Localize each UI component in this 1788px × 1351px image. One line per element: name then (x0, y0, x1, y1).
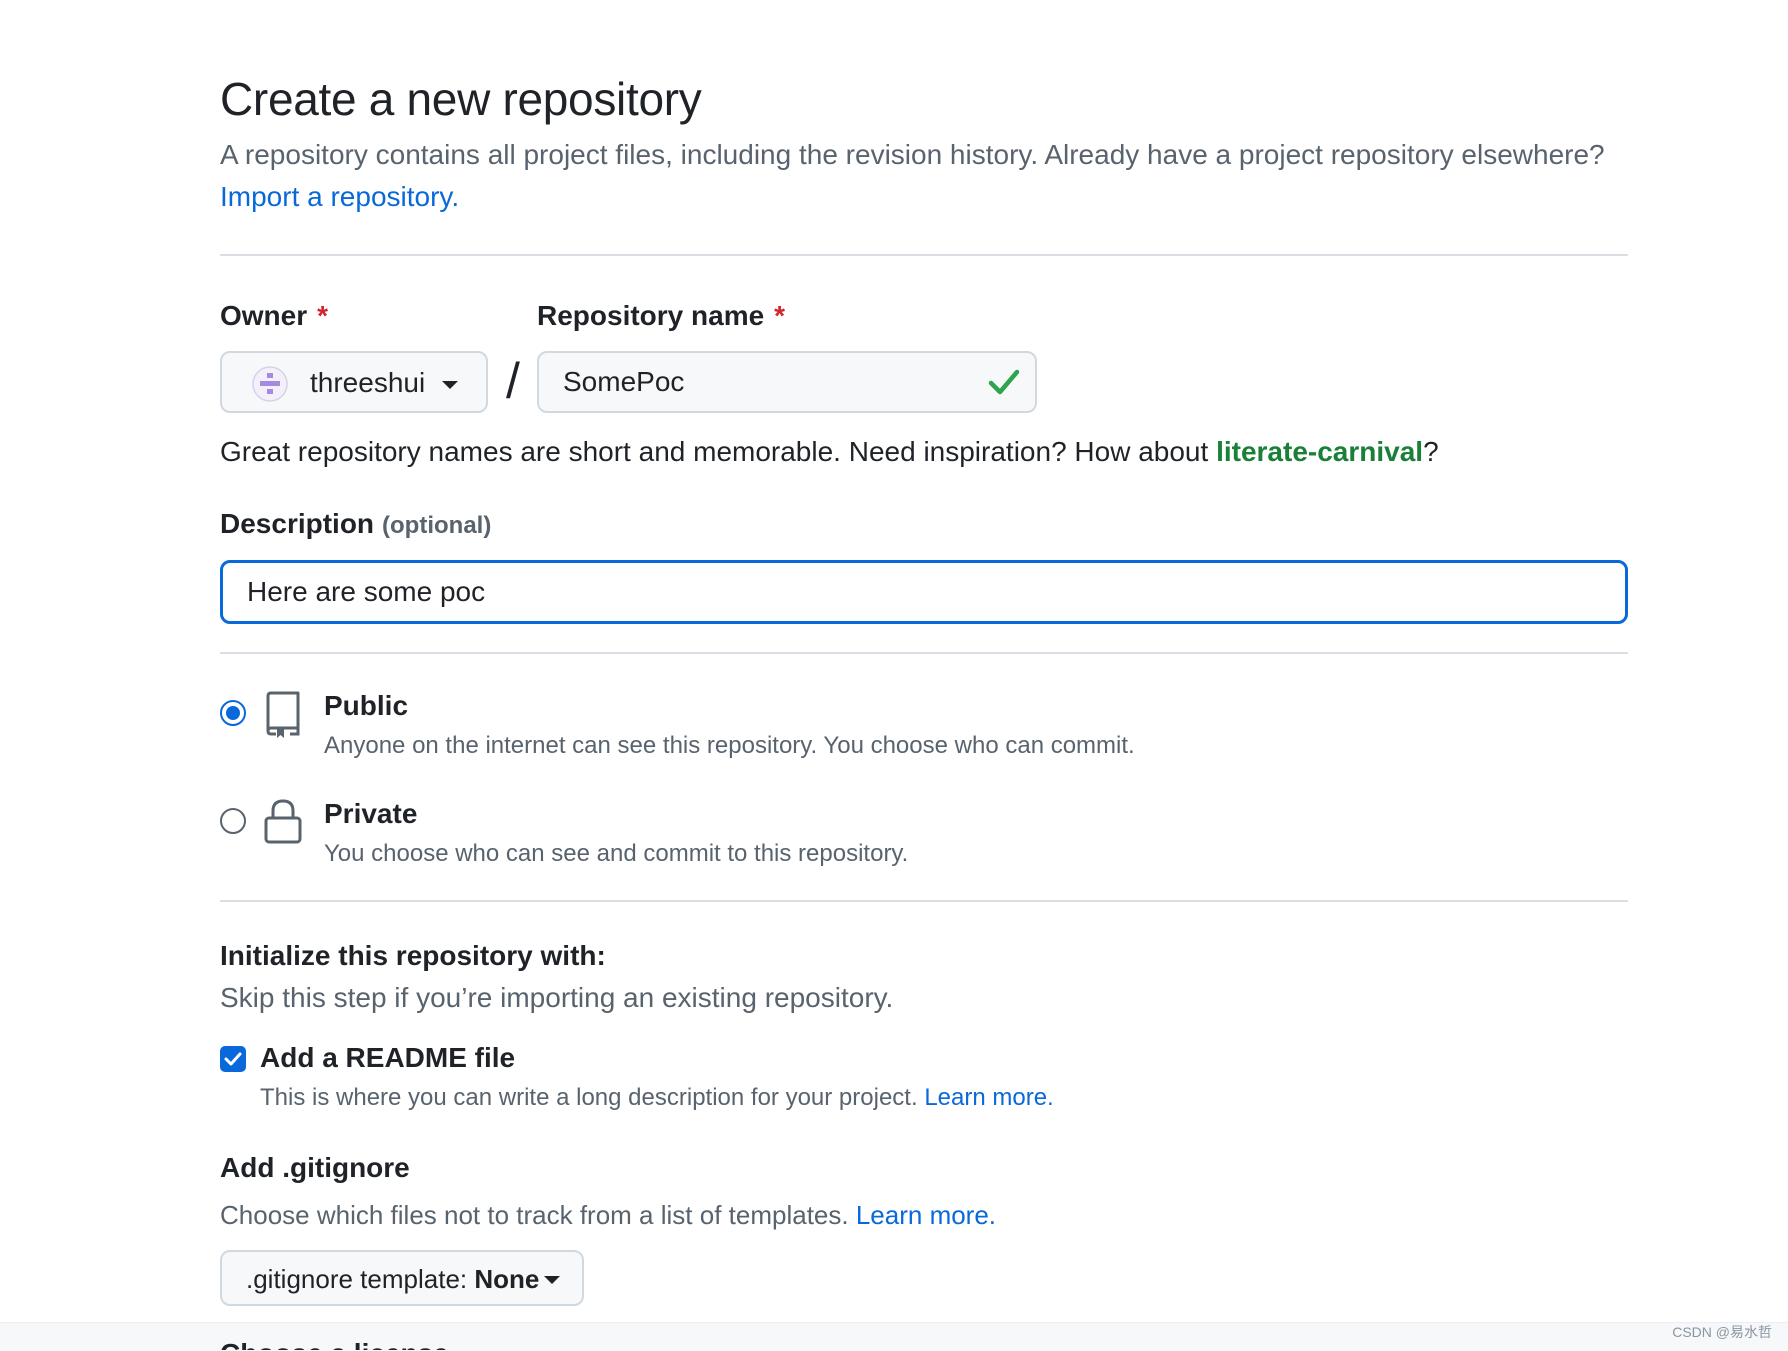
optional-hint: (optional) (382, 512, 492, 539)
subtitle-text: A repository contains all project files,… (220, 139, 1605, 170)
private-title: Private (324, 798, 418, 829)
initialize-title: Initialize this repository with: (220, 940, 606, 971)
page-title: Create a new repository (220, 73, 702, 125)
gitignore-title: Add .gitignore (220, 1152, 410, 1183)
gitignore-learn-more-link[interactable]: Learn more. (855, 1200, 997, 1230)
gitignore-template-select[interactable]: .gitignore template: None (220, 1250, 584, 1306)
watermark: CSDN @易水哲 (1672, 1324, 1772, 1340)
public-desc: Anyone on the internet can see this repo… (324, 732, 1135, 759)
divider (220, 652, 1628, 654)
repo-name-label-text: Repository name (537, 300, 765, 331)
readme-desc: This is where you can write a long descr… (260, 1084, 1054, 1112)
gitignore-template-prefix: .gitignore template: (246, 1264, 468, 1294)
caret-down-icon (544, 1276, 560, 1284)
page-subtitle: A repository contains all project files,… (220, 134, 1628, 218)
license-title-partial: Choose a license (220, 1338, 449, 1350)
public-title: Public (324, 690, 409, 721)
initialize-desc: Skip this step if you’re importing an ex… (220, 982, 894, 1013)
readme-learn-more-link[interactable]: Learn more. (924, 1084, 1054, 1111)
repo-name-label: Repository name * (537, 300, 785, 332)
required-mark: * (317, 300, 329, 331)
check-icon (988, 369, 1020, 395)
description-input[interactable] (220, 560, 1628, 624)
owner-repo-separator: / (506, 353, 520, 409)
readme-checkbox[interactable] (220, 1046, 246, 1072)
gitignore-desc-text: Choose which files not to track from a l… (220, 1200, 849, 1230)
description-label: Description (optional) (220, 508, 491, 540)
owner-label-text: Owner (220, 300, 308, 331)
owner-select[interactable]: threeshui (220, 351, 488, 413)
name-suggestion-link[interactable]: literate-carnival (1216, 436, 1424, 467)
owner-value: threeshui (310, 367, 426, 398)
avatar (252, 366, 288, 402)
private-desc: You choose who can see and commit to thi… (324, 840, 909, 867)
divider (220, 900, 1628, 902)
repo-icon (266, 691, 300, 738)
import-repository-link[interactable]: Import a repository. (220, 181, 460, 212)
private-radio[interactable] (220, 808, 246, 834)
caret-down-icon (442, 381, 458, 389)
bottom-bar (0, 1322, 1788, 1351)
repo-name-input[interactable] (537, 351, 1037, 413)
required-mark: * (774, 300, 786, 331)
description-label-text: Description (220, 508, 375, 539)
name-hint: Great repository names are short and mem… (220, 436, 1439, 468)
gitignore-desc: Choose which files not to track from a l… (220, 1200, 996, 1231)
name-hint-text: Great repository names are short and mem… (220, 436, 1209, 467)
owner-label: Owner * (220, 300, 328, 332)
gitignore-template-value: None (474, 1264, 540, 1294)
divider (220, 254, 1628, 256)
lock-icon (264, 799, 302, 844)
readme-desc-text: This is where you can write a long descr… (260, 1084, 918, 1111)
gitignore-template-text: .gitignore template: None (246, 1264, 539, 1295)
checkmark-icon (224, 1052, 242, 1066)
readme-label[interactable]: Add a README file (260, 1042, 516, 1073)
name-hint-suffix: ? (1423, 436, 1439, 467)
public-radio[interactable] (220, 700, 246, 726)
